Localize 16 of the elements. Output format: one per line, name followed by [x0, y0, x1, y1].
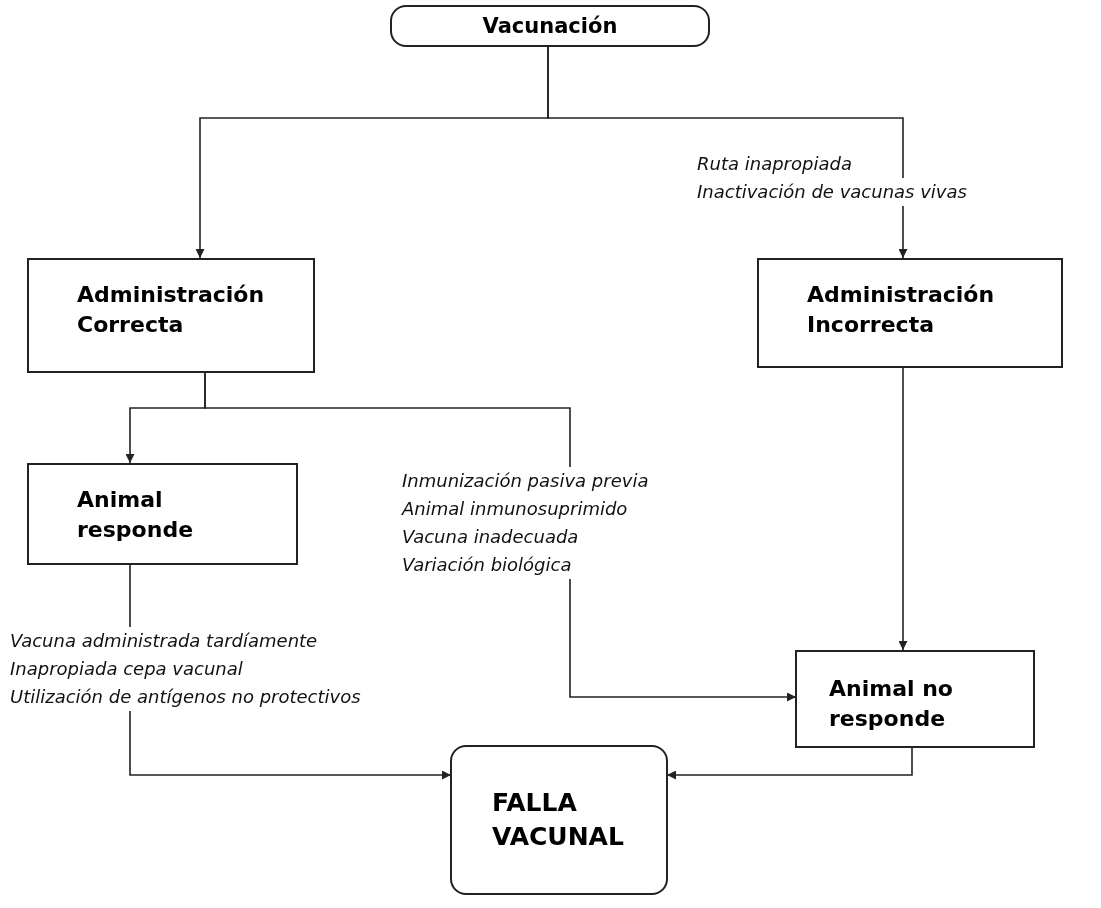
rounded-box: Vacunación [390, 5, 710, 47]
process-box: Administración Incorrecta [757, 258, 1063, 368]
process-box: Animal no responde [795, 650, 1035, 748]
process-box: Animal responde [27, 463, 298, 565]
note-text: Animal inmunosuprimido [402, 495, 628, 523]
note-text: Vacuna inadecuada [402, 523, 579, 551]
note-text: Vacuna administrada tardíamente [10, 627, 318, 655]
note-text: Inactivación de vacunas vivas [697, 178, 967, 206]
note-text: Inmunización pasiva previa [402, 467, 649, 495]
note-text: Inapropiada cepa vacunal [10, 655, 243, 683]
note-text: Variación biológica [402, 551, 572, 579]
rounded-box: FALLA VACUNAL [450, 745, 668, 895]
process-box: Administración Correcta [27, 258, 315, 373]
arrow [898, 367, 908, 651]
arrow [666, 747, 913, 780]
arrow [547, 46, 908, 259]
